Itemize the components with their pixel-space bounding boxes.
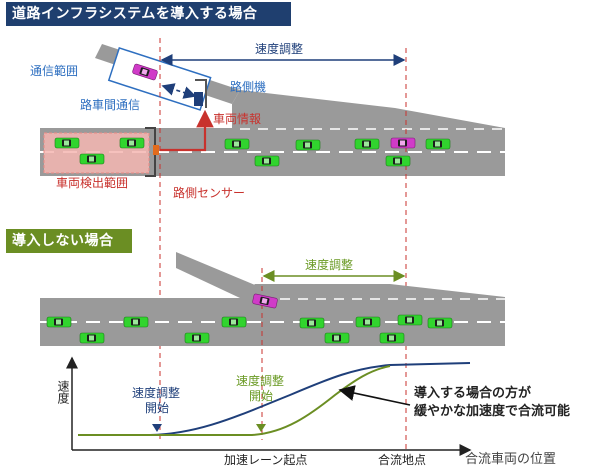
car	[184, 332, 210, 344]
car	[79, 153, 105, 165]
car	[254, 155, 280, 167]
lane-start-label: 加速レーン起点	[224, 453, 308, 467]
ramp-bottom	[176, 252, 262, 298]
adjust-start-without-2: 開始	[249, 389, 274, 403]
y-axis-label: 速度	[56, 380, 70, 404]
merge-point-label: 合流地点	[378, 453, 427, 467]
vehicle-info-arrow	[160, 109, 214, 152]
adjust-start-with-2: 開始	[145, 401, 170, 415]
car	[355, 316, 381, 328]
curve-without-system	[78, 365, 391, 436]
accel-lane-bottom	[240, 284, 505, 299]
car	[425, 138, 451, 150]
car	[221, 316, 247, 328]
car	[295, 139, 321, 151]
header-without-system: 導入しない場合	[6, 229, 132, 253]
car	[299, 317, 325, 329]
detection-range-label: 車両検出範囲	[56, 176, 129, 190]
roadside-sensor-unit	[153, 145, 159, 155]
car	[119, 137, 145, 149]
annotation-line-1: 導入する場合の方が	[414, 386, 532, 401]
car	[79, 332, 105, 344]
speed-adjust-label-top: 速度調整	[255, 42, 304, 56]
comm-range-label: 通信範囲	[30, 64, 79, 78]
speed-adjust-label-bottom: 速度調整	[305, 258, 354, 272]
start-marker-without	[256, 424, 266, 432]
car	[397, 314, 423, 326]
v2i-arrow	[161, 83, 197, 99]
roadside-unit-icon	[194, 92, 203, 106]
car	[54, 137, 80, 149]
car	[385, 155, 411, 167]
annotation-line-2: 緩やかな加速度で合流可能	[414, 404, 571, 419]
merging-car-merged	[390, 137, 416, 149]
car	[427, 317, 453, 329]
roadside-unit-label: 路側機	[230, 80, 267, 94]
car	[224, 138, 250, 150]
roadside-sensor-label: 路側センサー	[173, 186, 246, 200]
accel-lane-top	[232, 90, 505, 129]
adjust-start-with-1: 速度調整	[132, 386, 181, 400]
adjust-start-without-1: 速度調整	[236, 374, 285, 388]
x-axis-label: 合流車両の位置	[465, 452, 557, 467]
start-marker-with	[152, 424, 162, 432]
vehicle-info-label: 車両情報	[213, 112, 262, 126]
car	[354, 138, 380, 150]
car	[324, 332, 350, 344]
car	[123, 316, 149, 328]
car	[379, 332, 405, 344]
v2i-label: 路車間通信	[80, 98, 141, 112]
header-with-system: 道路インフラシステムを導入する場合	[6, 2, 291, 26]
car	[46, 316, 72, 328]
curve-with-system	[78, 362, 471, 436]
annotation-arrow	[338, 385, 411, 406]
